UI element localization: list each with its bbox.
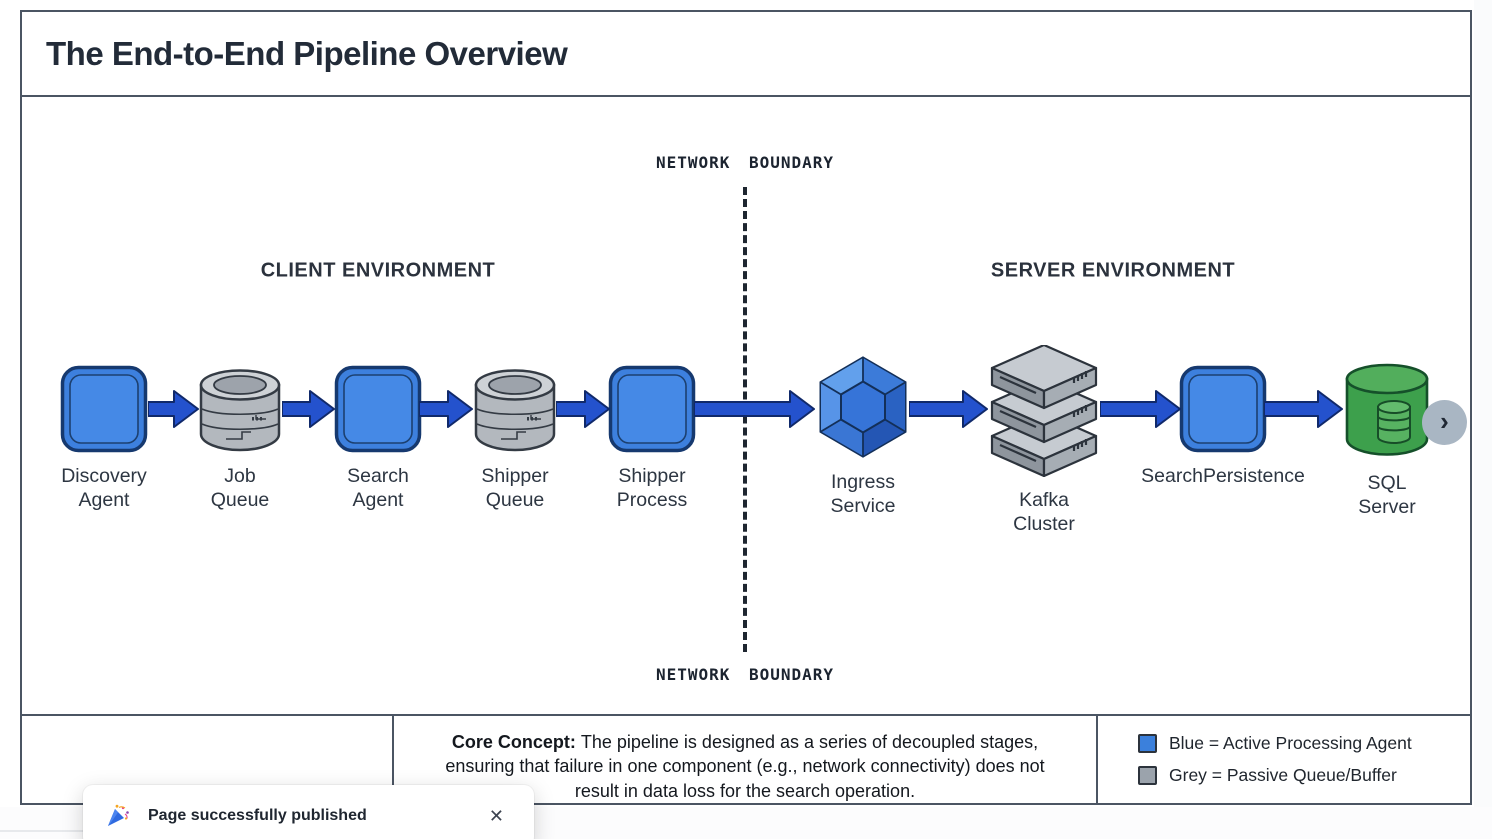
core-concept-cell: Core Concept:The pipeline is designed as… — [394, 716, 1098, 803]
agent-square-icon — [60, 365, 148, 453]
agent-square-icon — [334, 365, 422, 453]
network-boundary-dashed-line — [743, 187, 747, 652]
server-stack-icon — [990, 345, 1098, 477]
core-concept-label: Core Concept: — [451, 732, 576, 753]
bottom-edge-divider — [0, 830, 83, 832]
node-search-agent: Search Agent — [278, 365, 478, 513]
legend-label: Blue = Active Processing Agent — [1169, 733, 1412, 754]
network-boundary-label-bottom: NETWORK BOUNDARY — [655, 665, 835, 684]
flow-arrow — [694, 390, 815, 428]
flow-arrow — [419, 390, 473, 428]
grey-swatch-icon — [1138, 766, 1157, 786]
node-label: Job Queue — [210, 465, 270, 511]
toast-close-button[interactable]: ✕ — [481, 803, 512, 829]
node-search-persistence: SearchPersistence — [1123, 365, 1323, 489]
node-label: Shipper Process — [616, 465, 688, 511]
node-sql-server: SQL Server — [1287, 362, 1470, 520]
queue-cylinder-icon — [474, 369, 556, 452]
node-label: Shipper Queue — [481, 465, 549, 511]
toast-notification: Page successfully published ✕ — [83, 785, 534, 839]
diagram-frame: The End-to-End Pipeline Overview CLIENT … — [20, 10, 1472, 805]
legend-label: Grey = Passive Queue/Buffer — [1169, 765, 1397, 786]
node-kafka-cluster: Kafka Cluster — [944, 345, 1144, 537]
page-background-right — [1474, 0, 1492, 839]
toast-message: Page successfully published — [148, 807, 367, 824]
node-discovery-agent: Discovery Agent — [22, 365, 204, 513]
node-shipper-process: Shipper Process — [552, 365, 752, 513]
legend-item-blue: Blue = Active Processing Agent — [1138, 733, 1470, 754]
node-shipper-queue: Shipper Queue — [415, 365, 615, 513]
node-job-queue: Job Queue — [140, 365, 340, 513]
server-environment-label: SERVER ENVIRONMENT — [990, 259, 1236, 282]
client-environment-label: CLIENT ENVIRONMENT — [260, 259, 496, 282]
core-concept-body: The pipeline is designed as a series of … — [445, 732, 1045, 801]
flow-arrow — [148, 390, 199, 428]
footer-empty-cell — [22, 716, 394, 803]
footer-row: Core Concept:The pipeline is designed as… — [22, 714, 1470, 803]
database-cylinder-icon — [1345, 363, 1429, 456]
party-popper-icon — [108, 804, 129, 826]
hexagon-gem-icon — [819, 356, 907, 458]
flow-arrow — [282, 390, 335, 428]
flow-arrow — [909, 390, 988, 428]
agent-square-icon — [1179, 365, 1267, 453]
node-label: Search Agent — [347, 465, 409, 511]
title-row: The End-to-End Pipeline Overview — [22, 12, 1470, 97]
page-title: The End-to-End Pipeline Overview — [46, 34, 568, 72]
pipeline-diagram: CLIENT ENVIRONMENT SERVER ENVIRONMENT NE… — [22, 97, 1470, 714]
core-concept-text: Core Concept:The pipeline is designed as… — [421, 730, 1069, 803]
legend-item-grey: Grey = Passive Queue/Buffer — [1138, 765, 1470, 786]
node-label: SQL Server — [1358, 472, 1416, 518]
flow-arrow — [556, 390, 610, 428]
flow-arrow — [1264, 390, 1343, 428]
node-label: SearchPersistence — [1141, 465, 1305, 487]
agent-square-icon — [608, 365, 696, 453]
node-label: Discovery Agent — [61, 465, 147, 511]
node-label: Kafka Cluster — [1013, 489, 1075, 535]
next-button[interactable]: › — [1422, 400, 1467, 445]
network-boundary-label-top: NETWORK BOUNDARY — [655, 153, 835, 172]
flow-arrow — [1100, 390, 1181, 428]
blue-swatch-icon — [1138, 734, 1157, 754]
legend-cell: Blue = Active Processing Agent Grey = Pa… — [1098, 716, 1470, 803]
chevron-right-icon: › — [1440, 405, 1449, 436]
node-ingress-service: Ingress Service — [763, 355, 963, 519]
queue-cylinder-icon — [199, 369, 281, 452]
node-label: Ingress Service — [830, 471, 896, 517]
